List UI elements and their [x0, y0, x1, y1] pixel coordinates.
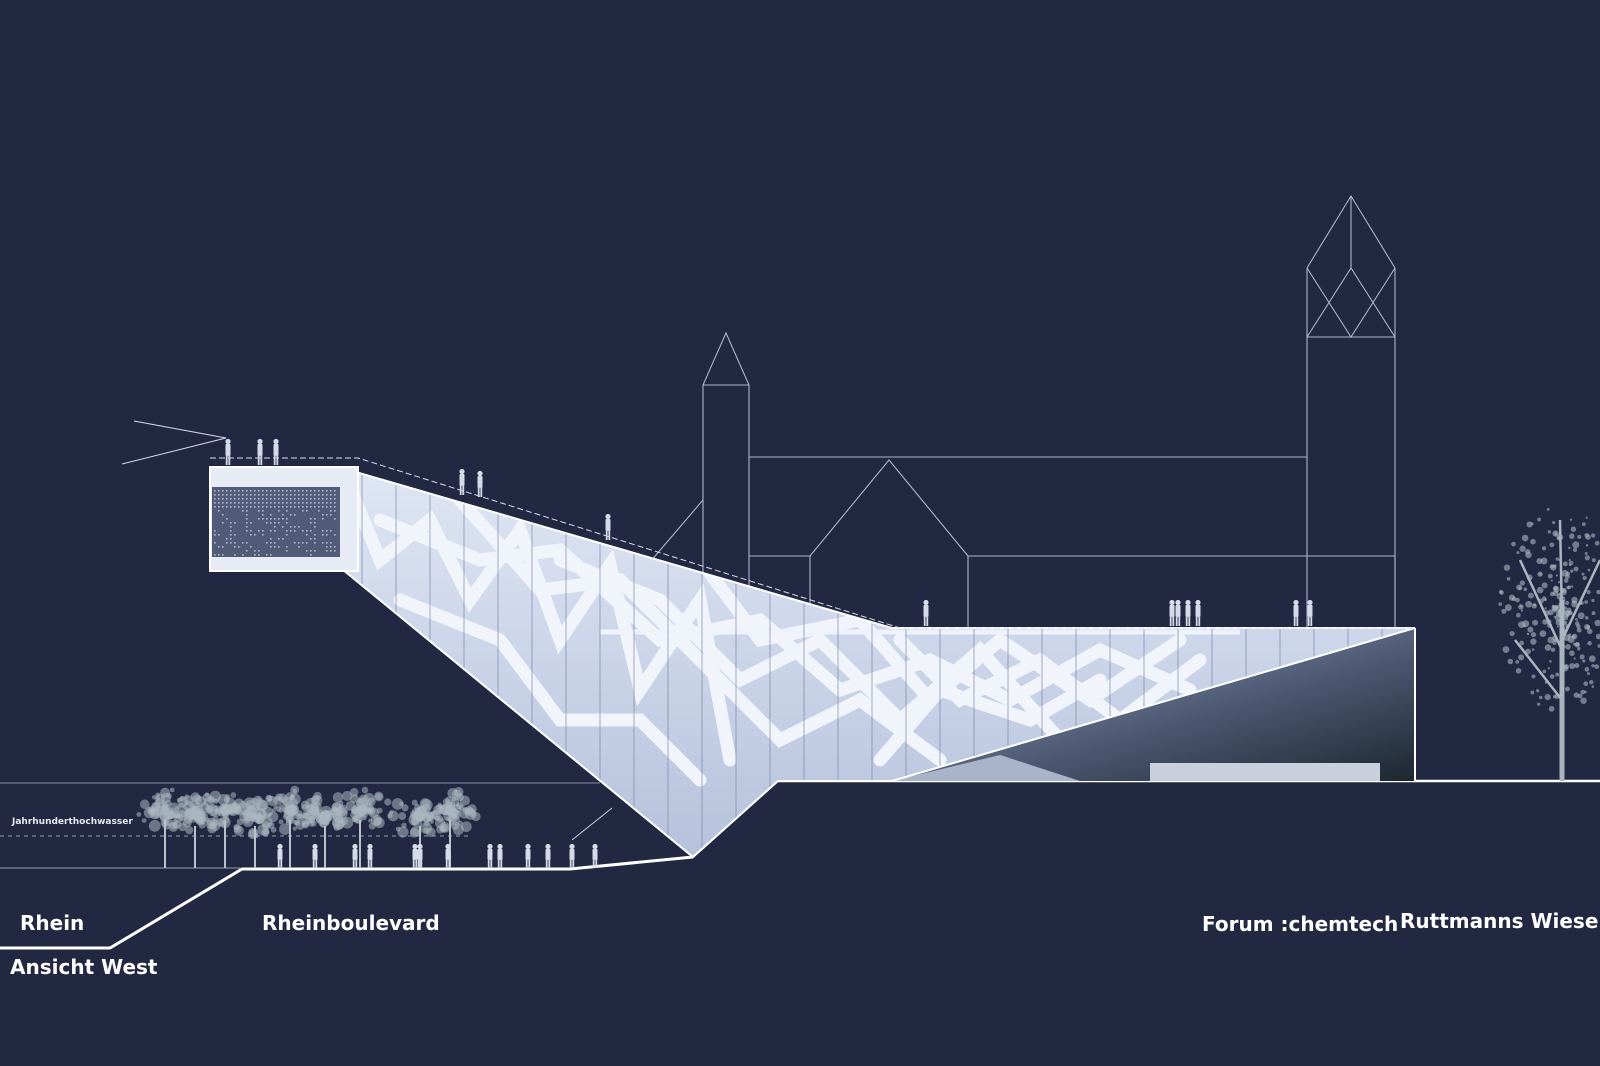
label-ansicht-west: Ansicht West — [10, 955, 158, 979]
label-rhein: Rhein — [20, 911, 85, 935]
church-outline — [649, 194, 1396, 628]
label-ruttmanns-wiese: Ruttmanns Wiese — [1400, 909, 1599, 933]
perforated-panel — [214, 490, 336, 556]
lookout-box — [209, 466, 359, 572]
label-rheinboulevard: Rheinboulevard — [262, 911, 440, 935]
people-figures — [225, 438, 1313, 868]
tree-row — [136, 785, 481, 868]
roof-ramp — [121, 420, 1415, 629]
tree-ruttmanns-wiese — [1498, 507, 1600, 781]
museum-building — [341, 466, 1416, 859]
label-jahrhunderthochwasser: Jahrhunderthochwasser — [12, 817, 133, 827]
label-forum-chemtech: Forum :chemtech — [1202, 912, 1399, 936]
